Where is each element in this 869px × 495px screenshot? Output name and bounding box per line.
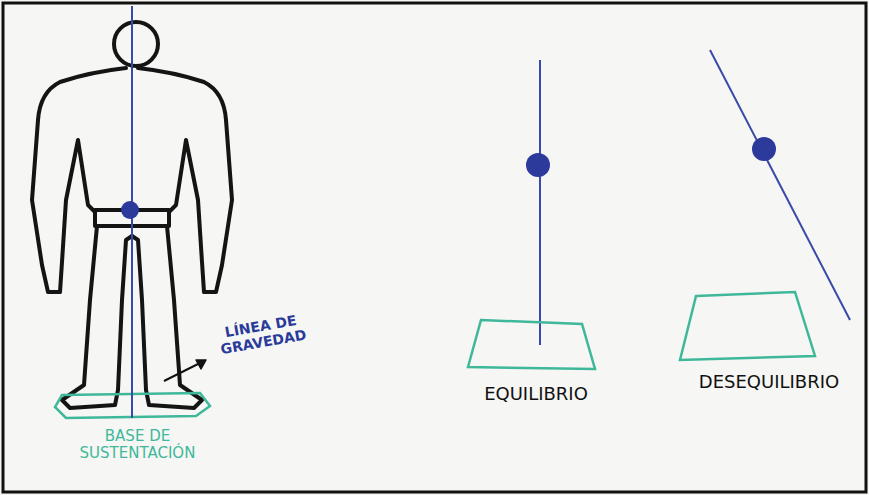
left-torso-arm [32, 68, 126, 292]
support-base-label: BASE DE SUSTENTACIÓN [70, 428, 205, 463]
right-torso-arm [138, 68, 232, 292]
support-base [680, 292, 815, 360]
center-of-gravity [121, 201, 139, 219]
left-leg [62, 226, 132, 408]
gravity-line [710, 50, 850, 320]
gravity-line-label: LÍNEA DE GRAVEDAD [210, 310, 314, 359]
center-of-gravity [752, 137, 776, 161]
arrow-head [196, 360, 206, 369]
frame [3, 3, 866, 492]
gravity-line [539, 60, 541, 345]
support-base [468, 320, 595, 369]
state-label: DESEQUILIBRIO [676, 372, 862, 393]
right-leg [132, 226, 202, 408]
center-of-gravity [526, 153, 550, 177]
state-label: EQUILIBRIO [466, 384, 606, 405]
head [114, 22, 158, 66]
